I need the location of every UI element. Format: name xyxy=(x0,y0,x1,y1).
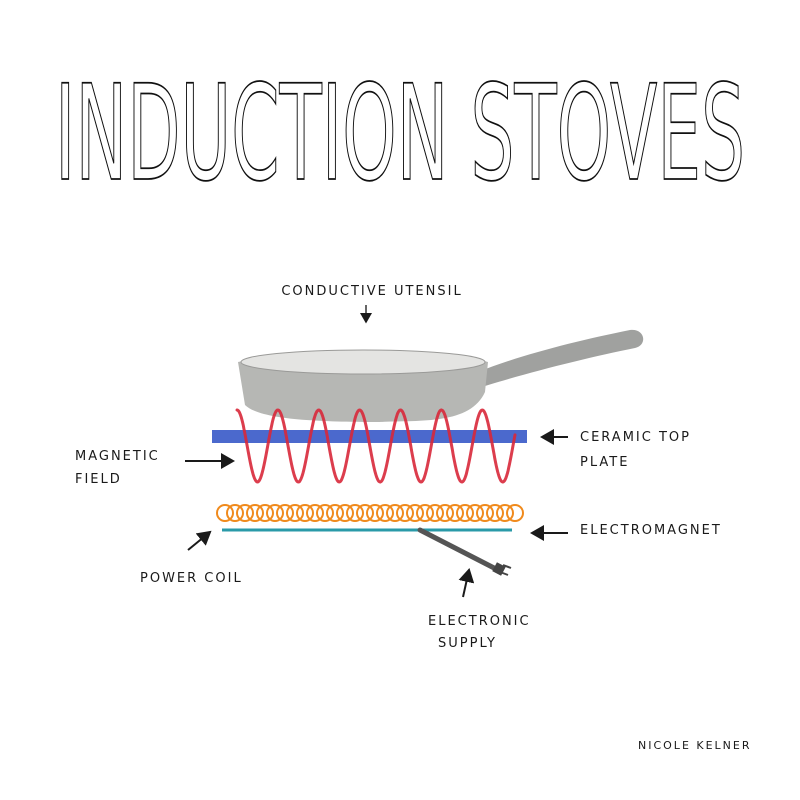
coil-loop xyxy=(266,504,284,522)
coil-loop xyxy=(256,504,274,522)
title: INDUCTION STOVES xyxy=(55,57,745,211)
coil-loop xyxy=(226,504,244,522)
plug-icon xyxy=(492,562,512,576)
supply-label-1: ELECTRONIC xyxy=(428,614,531,629)
coil-loop xyxy=(476,504,494,522)
signature: NICOLE KELNER xyxy=(638,739,752,752)
utensil-label: CONDUCTIVE UTENSIL xyxy=(281,284,462,299)
coil-loop xyxy=(276,504,294,522)
coil-loop xyxy=(506,504,524,522)
coil-loop xyxy=(216,504,234,522)
coil-loop xyxy=(366,504,384,522)
ceramic-label-2: PLATE xyxy=(580,455,629,470)
coil-loop xyxy=(446,504,464,522)
coil-loop xyxy=(306,504,324,522)
supply-label-2: SUPPLY xyxy=(438,636,497,651)
power-coil-arrow xyxy=(187,530,212,551)
coil-loop xyxy=(376,504,394,522)
coil-loop xyxy=(316,504,334,522)
coil-loop xyxy=(246,504,264,522)
coil-loop xyxy=(406,504,424,522)
coil-loop xyxy=(236,504,254,522)
coil-loop xyxy=(326,504,344,522)
coil-loop xyxy=(496,504,514,522)
coil-loop xyxy=(456,504,474,522)
coil-loop xyxy=(486,504,504,522)
coil-loop xyxy=(346,504,364,522)
pan-rim xyxy=(240,349,486,375)
power-coil xyxy=(216,504,524,522)
magnetic-field-wave xyxy=(235,408,517,484)
coil-loop xyxy=(286,504,304,522)
pan-illustration xyxy=(238,329,644,422)
coil-loop xyxy=(356,504,374,522)
coil-loop xyxy=(396,504,414,522)
coil-loop xyxy=(386,504,404,522)
magnetic-label-1: MAGNETIC xyxy=(75,449,160,464)
coil-loop xyxy=(336,504,354,522)
magnetic-label-2: FIELD xyxy=(75,472,122,487)
ceramic-label-1: CERAMIC TOP xyxy=(580,430,691,445)
coil-loop xyxy=(416,504,434,522)
coil-loop xyxy=(466,504,484,522)
coil-loop xyxy=(296,504,314,522)
coil-loop xyxy=(426,504,444,522)
pan-handle xyxy=(478,329,644,386)
supply-arrow xyxy=(458,568,475,598)
electromagnet-label: ELECTROMAGNET xyxy=(580,523,722,538)
power-cord xyxy=(417,527,501,573)
power-coil-label: POWER COIL xyxy=(140,571,243,586)
coil-loop xyxy=(436,504,454,522)
